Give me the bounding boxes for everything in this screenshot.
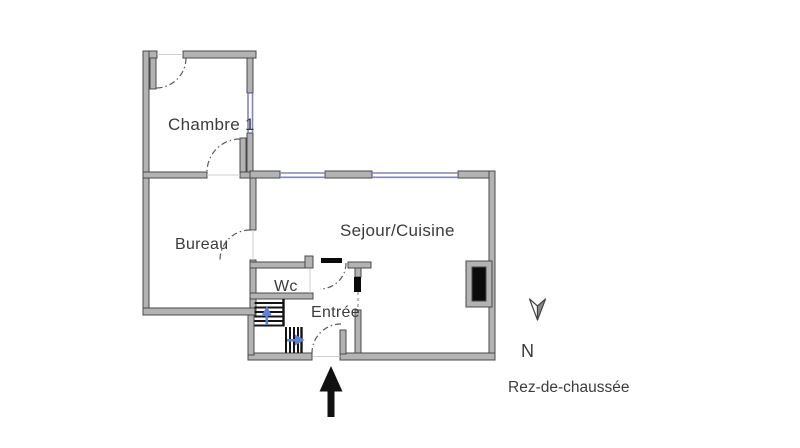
north-arrow-icon	[528, 298, 547, 321]
door-leaves	[321, 258, 361, 292]
stair-up-arrow-icon	[261, 306, 272, 325]
wall-segment	[249, 261, 308, 269]
wall-segment	[249, 177, 257, 231]
wall-segment	[239, 137, 247, 173]
wall-segment	[247, 314, 255, 356]
wall-segment	[339, 352, 496, 361]
room-label-wc: Wc	[274, 278, 298, 295]
stair-direction-arrows	[261, 306, 305, 346]
room-label-sejour: Sejour/Cuisine	[340, 221, 455, 240]
wall-segment	[304, 255, 314, 269]
room-label-entree: Entrée	[311, 304, 360, 321]
door-swing-chambre1-top	[155, 57, 187, 89]
room-label-chambre1: Chambre 1	[168, 115, 255, 134]
stair-right-arrow-icon	[287, 334, 305, 346]
door-leaf-hall	[354, 277, 361, 292]
door-swing-entrance	[311, 323, 342, 354]
door-swing-bureau	[219, 229, 251, 261]
door-swing-wc	[319, 262, 347, 290]
threshold-lines	[157, 54, 340, 357]
window-chambre1	[247, 93, 254, 133]
wall-segment	[339, 329, 347, 355]
wall-segment	[246, 57, 254, 94]
wall-segment	[324, 170, 373, 179]
north-label: N	[521, 341, 534, 361]
wall-segment	[246, 132, 254, 173]
door-swing-chambre1-bottom	[206, 138, 241, 173]
fireplace	[471, 266, 487, 302]
window-sejour-right	[372, 172, 458, 179]
wall-segment	[347, 261, 372, 269]
room-label-bureau: Bureau	[175, 236, 228, 253]
wall-segment	[182, 50, 257, 59]
wall-segment	[247, 352, 313, 361]
entrance-arrow-icon	[319, 366, 343, 417]
staircase	[254, 299, 305, 353]
door-leaf-wc	[321, 258, 342, 263]
wall-segment	[149, 57, 157, 90]
wall-segment	[142, 171, 208, 179]
floor-title: Rez-de-chaussée	[508, 379, 629, 396]
wall-segment	[249, 170, 281, 179]
door-swings	[155, 57, 347, 354]
wall-segment	[142, 50, 150, 316]
wall-segment	[354, 267, 362, 278]
windows	[247, 93, 458, 179]
wall-segment	[142, 307, 256, 316]
window-sejour-left	[280, 172, 325, 179]
wall-segment	[249, 292, 314, 300]
